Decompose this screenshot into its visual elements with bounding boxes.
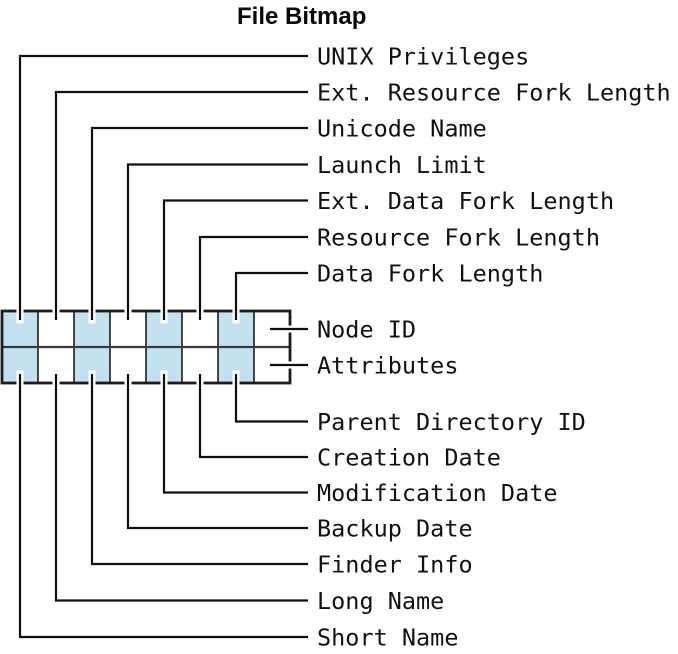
label-creation-date: Creation Date — [317, 444, 501, 472]
connector-unicode-name — [90, 126, 308, 320]
diagram-title: File Bitmap — [237, 3, 366, 30]
label-ext-resource-fork-length: Ext. Resource Fork Length — [317, 79, 671, 107]
label-finder-info: Finder Info — [317, 551, 473, 579]
connector-finder-info — [90, 374, 308, 566]
connector-ext-data-fork-length — [162, 199, 308, 320]
bitmap-border — [0, 309, 292, 385]
connector-casing — [124, 370, 312, 532]
connector-casing — [196, 370, 312, 461]
connector-data-fork-length — [234, 271, 308, 320]
connector-backup-date — [126, 374, 308, 530]
connector-long-name — [54, 374, 308, 602]
connector-casing — [196, 233, 312, 324]
label-backup-date: Backup Date — [317, 515, 473, 543]
label-attributes: Attributes — [317, 352, 458, 380]
label-ext-data-fork-length: Ext. Data Fork Length — [317, 187, 614, 215]
diagram-labels: UNIX Privileges Ext. Resource Fork Lengt… — [317, 43, 671, 652]
connector-resource-fork-length — [198, 235, 308, 320]
label-launch-limit: Launch Limit — [317, 151, 487, 179]
label-resource-fork-length: Resource Fork Length — [317, 224, 600, 252]
label-unix-privileges: UNIX Privileges — [317, 43, 529, 71]
label-long-name: Long Name — [317, 587, 444, 615]
connector-casing — [124, 161, 312, 324]
label-data-fork-length: Data Fork Length — [317, 260, 543, 288]
label-node-id: Node ID — [317, 316, 416, 344]
label-parent-directory-id: Parent Directory ID — [317, 408, 586, 436]
connector-short-name — [18, 374, 308, 639]
bitmap-bar — [0, 309, 292, 385]
connector-parent-directory-id — [234, 374, 308, 423]
connector-lines — [16, 52, 312, 641]
label-modification-date: Modification Date — [317, 479, 558, 507]
connector-ext-resource-fork-length — [54, 90, 308, 320]
connector-creation-date — [198, 374, 308, 459]
label-unicode-name: Unicode Name — [317, 115, 487, 143]
connector-launch-limit — [126, 163, 308, 320]
label-short-name: Short Name — [317, 624, 458, 652]
connector-unix-privileges — [18, 54, 308, 320]
connector-modification-date — [162, 374, 308, 494]
